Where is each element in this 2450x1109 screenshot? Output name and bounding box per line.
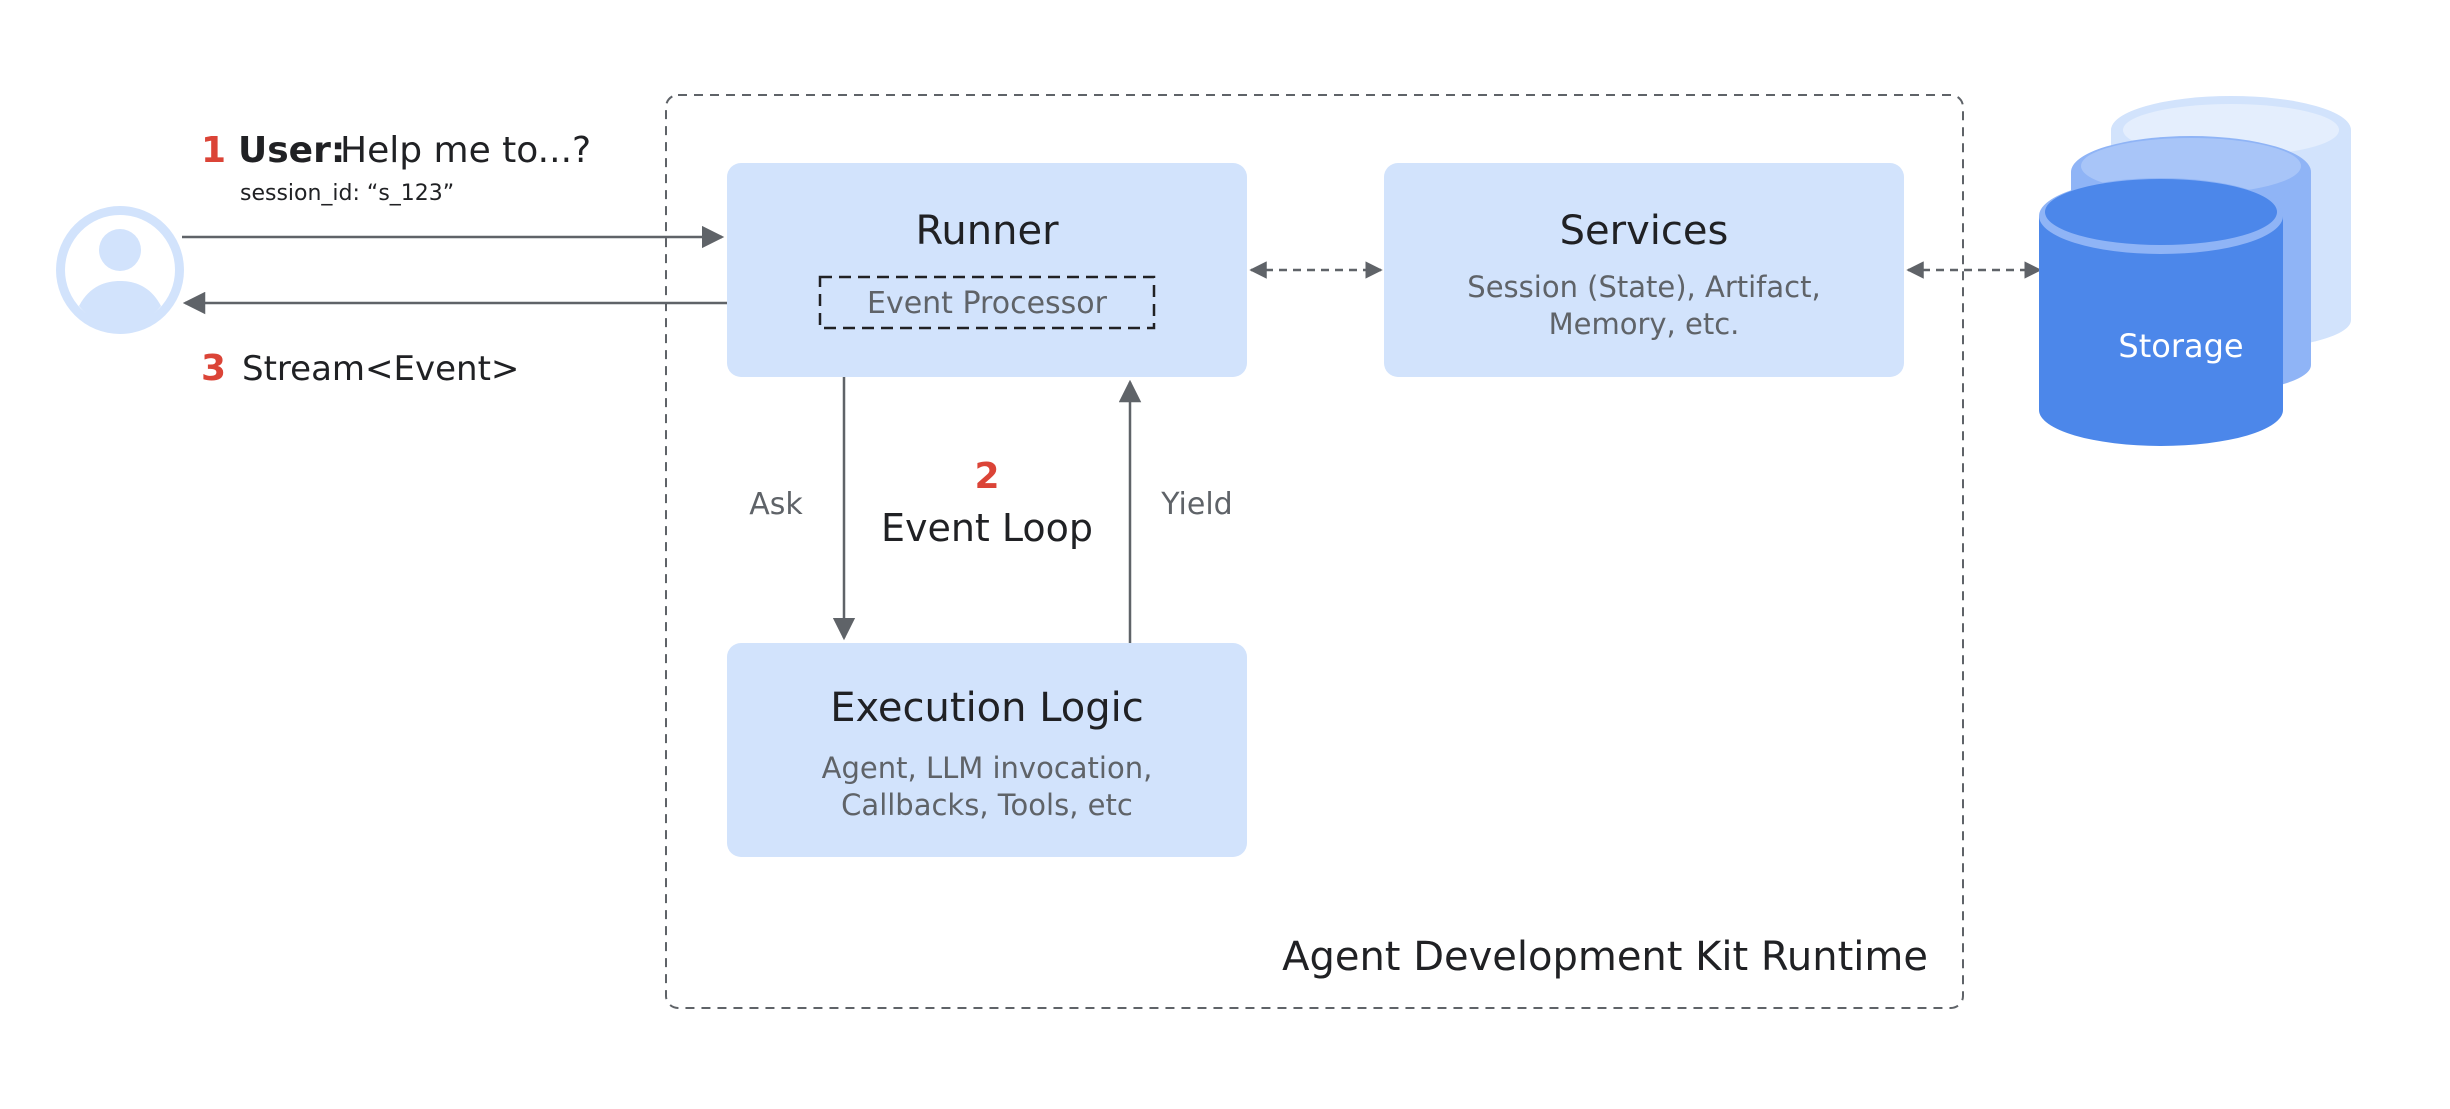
user-avatar-icon [56,206,184,334]
execution-logic-description-line1: Agent, LLM invocation, [822,751,1153,785]
ask-label: Ask [749,487,803,522]
yield-label: Yield [1160,487,1232,522]
event-loop-step-number: 2 [974,456,999,497]
user-message-text: Help me to...? [340,130,591,171]
runner-title: Runner [915,208,1059,254]
session-id-label: session_id: “s_123” [240,181,454,206]
runtime-container [665,94,1964,1009]
event-processor-label: Event Processor [867,286,1108,321]
services-description-line1: Session (State), Artifact, [1467,270,1820,304]
user-step-number: 1 [201,130,226,171]
execution-logic-box: Execution Logic Agent, LLM invocation, C… [727,643,1247,857]
services-description-line2: Memory, etc. [1549,307,1740,341]
response-step-number: 3 [201,348,226,389]
event-loop-label: Event Loop [881,506,1093,550]
runner-box: Runner Event Processor [727,163,1247,377]
database-icon [2039,96,2351,446]
user-speaker-label: User: [238,130,345,171]
storage-label: Storage [2118,327,2243,365]
services-title: Services [1560,208,1729,254]
response-text: Stream<Event> [242,349,519,389]
event-processor-box [818,275,1156,330]
runtime-label: Agent Development Kit Runtime [1282,934,1928,980]
execution-logic-description-line2: Callbacks, Tools, etc [841,788,1133,822]
execution-logic-title: Execution Logic [830,685,1144,731]
services-box: Services Session (State), Artifact, Memo… [1384,163,1904,377]
